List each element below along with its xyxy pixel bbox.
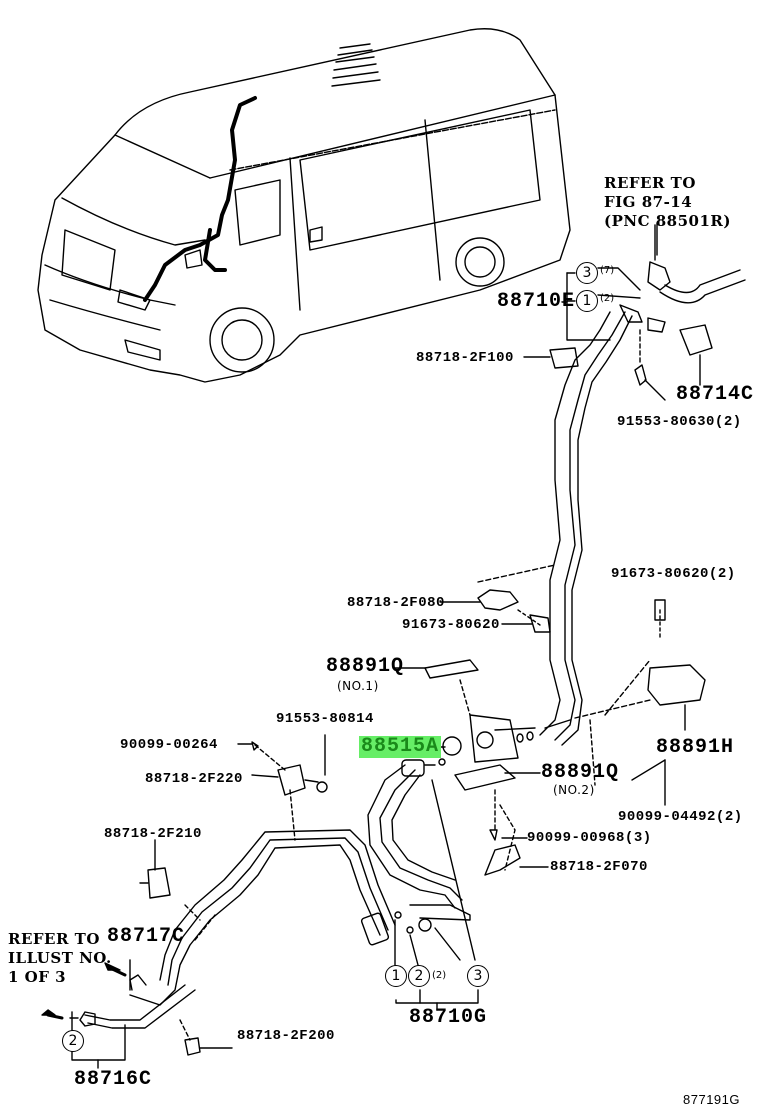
callout-circle-2-bottom: 2 (408, 965, 430, 987)
part-label-88714C[interactable]: 88714C (676, 383, 755, 406)
part-sub-88891Q-no1: (NO.1) (337, 679, 379, 693)
part-label-91673-80620[interactable]: 91673-80620 (402, 617, 500, 633)
note-refer-fig: REFER TO FIG 87-14 (PNC 88501R) (604, 174, 731, 230)
callout-qty-2-bottom: (2) (432, 970, 447, 981)
van-illustration (37, 28, 571, 383)
callout-circle-2-left: 2 (62, 1030, 84, 1052)
part-label-88717C[interactable]: 88717C (107, 925, 186, 948)
part-label-88718-2F100[interactable]: 88718-2F100 (416, 350, 514, 366)
part-label-88891H[interactable]: 88891H (656, 736, 735, 759)
part-label-90099-00264[interactable]: 90099-00264 (120, 737, 218, 753)
callout-circle-3-top: 3 (576, 262, 598, 284)
middle-brackets (424, 564, 706, 876)
part-label-88891Q-no2[interactable]: 88891Q (541, 761, 620, 784)
upper-pipe-assembly (539, 224, 746, 746)
leader-lines (139, 222, 658, 884)
part-label-88515A-highlighted[interactable]: 88515A (359, 735, 442, 758)
part-label-88710G[interactable]: 88710G (409, 1006, 488, 1029)
part-label-88718-2F080[interactable]: 88718-2F080 (347, 595, 445, 611)
callout-qty-3-top: (7) (600, 265, 615, 276)
part-label-88718-2F220[interactable]: 88718-2F220 (145, 771, 243, 787)
callout-qty-1-top: (2) (600, 293, 615, 304)
lower-pipe-assembly (367, 758, 479, 1011)
part-label-91673-80620-2[interactable]: 91673-80620(2) (611, 566, 736, 582)
part-label-88716C[interactable]: 88716C (74, 1068, 153, 1091)
part-sub-88891Q-no2: (NO.2) (553, 783, 595, 797)
figure-reference: 877191G (683, 1092, 740, 1107)
callout-circle-1-bottom: 1 (385, 965, 407, 987)
part-label-88718-2F210[interactable]: 88718-2F210 (104, 826, 202, 842)
callout-circle-3-bottom: 3 (467, 965, 489, 987)
part-label-88891Q-no1[interactable]: 88891Q (326, 655, 405, 678)
part-label-91553-80814[interactable]: 91553-80814 (276, 711, 374, 727)
left-pipe-assembly (41, 734, 396, 1069)
note-refer-illust: REFER TO ILLUST NO. 1 OF 3 (8, 930, 112, 986)
part-label-91553-80630[interactable]: 91553-80630(2) (617, 414, 742, 430)
part-label-88710E[interactable]: 88710E (497, 290, 576, 313)
callout-circle-1-top: 1 (576, 290, 598, 312)
part-label-88718-2F200[interactable]: 88718-2F200 (237, 1028, 335, 1044)
part-label-88718-2F070[interactable]: 88718-2F070 (550, 859, 648, 875)
part-label-90099-04492[interactable]: 90099-04492(2) (618, 809, 743, 825)
part-label-90099-00968[interactable]: 90099-00968(3) (527, 830, 652, 846)
